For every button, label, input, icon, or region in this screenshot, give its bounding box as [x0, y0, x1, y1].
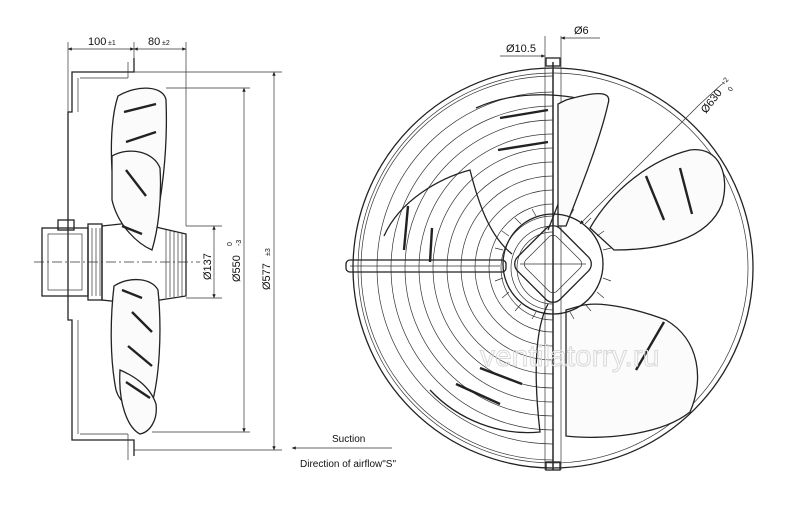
dim-80-label: 80 — [148, 36, 160, 48]
side-view-dimensions — [67, 42, 282, 451]
front-hub — [494, 206, 612, 320]
dim-bolt-circle-tol-lower: 0 — [727, 86, 735, 93]
front-view: Ø10.5 Ø6 Ø630 +2 0 — [345, 25, 754, 471]
suction-label: Suction — [332, 434, 365, 445]
bolt-circle-leader — [579, 103, 701, 225]
airflow-direction-label: Direction of airflow"S" — [300, 459, 396, 470]
dim-100-label: 100 — [88, 36, 106, 48]
side-blades — [110, 87, 168, 435]
rotor-fins — [165, 230, 183, 298]
mounting-ring-inner — [77, 77, 128, 435]
front-left-slots — [402, 108, 549, 406]
dim-hub-label: Ø137 — [202, 253, 214, 280]
dim-blade-tol-upper: 0 — [227, 242, 234, 246]
mounting-ring-profile — [67, 58, 135, 456]
dim-outer-tol: ±3 — [265, 248, 272, 256]
dim-hole-label: Ø10.5 — [506, 43, 536, 55]
dim-bolt-circle-tol-upper: +2 — [720, 77, 730, 88]
side-blade-slots — [121, 102, 157, 399]
airflow-note: Suction Direction of airflow"S" — [291, 434, 396, 470]
dim-80-tol: ±2 — [162, 40, 170, 47]
side-view: 100 ±1 80 ±2 Ø137 Ø550 0 -3 Ø577 ±3 — [34, 36, 282, 460]
dim-blade-label: Ø550 — [231, 255, 243, 282]
hub-cap — [514, 225, 592, 303]
front-blades — [557, 93, 726, 438]
dim-blade-tol-lower: -3 — [236, 240, 243, 246]
horizontal-strut — [345, 259, 507, 273]
dim-100-tol: ±1 — [108, 40, 116, 47]
dim-pin-label: Ø6 — [574, 25, 589, 37]
watermark: ventilatorry.ru — [480, 340, 660, 373]
hole-dimensions — [500, 36, 600, 62]
terminal-box — [57, 219, 75, 231]
dim-outer-label: Ø577 — [261, 263, 273, 290]
